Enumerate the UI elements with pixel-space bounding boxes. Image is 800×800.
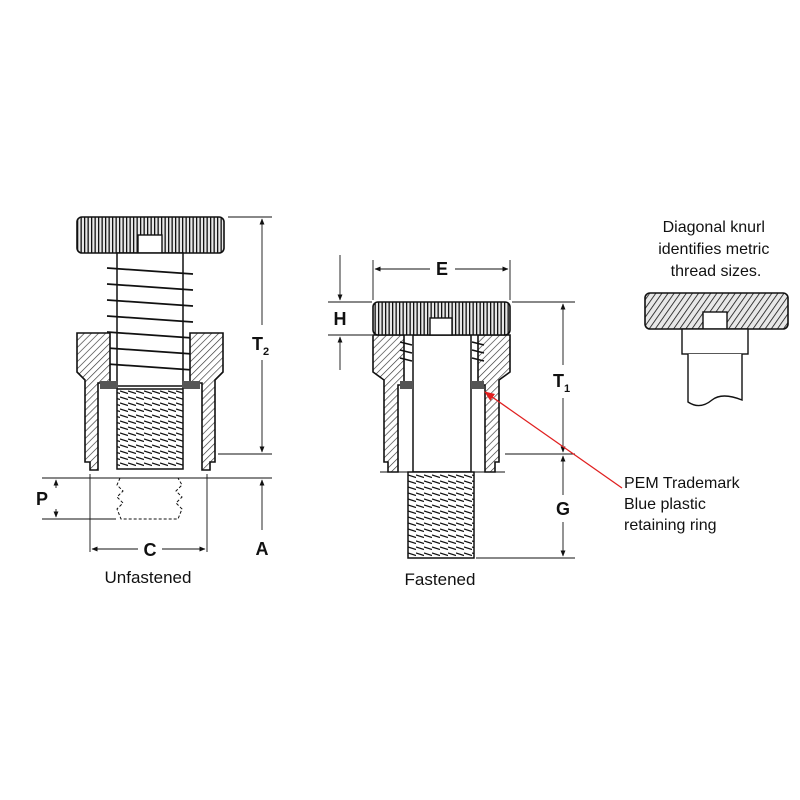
threaded-end — [116, 388, 184, 470]
t2-main: T — [252, 334, 263, 354]
knurl-note-line-3: thread sizes. — [671, 263, 762, 280]
fastened-body-right — [477, 334, 511, 473]
ring-pointer-arrow — [484, 391, 623, 489]
knurl-note: Diagonal knurl identifies metric thread … — [658, 219, 774, 280]
dimension-h-label: H — [334, 309, 347, 329]
dimension-t1-label: T1 — [553, 371, 570, 395]
ring-note-line-1: PEM Trademark — [624, 475, 741, 492]
ring-note: PEM Trademark Blue plastic retaining rin… — [624, 475, 744, 534]
dimension-p-label: P — [36, 489, 48, 509]
retaining-ring-left — [100, 381, 118, 389]
fastened-body-left — [372, 334, 405, 473]
ring-note-line-3: retaining ring — [624, 517, 717, 534]
fastened-assembly: E H T1 G Fastened — [328, 255, 623, 589]
phantom-thread — [116, 477, 183, 520]
diagonal-knurl-detail: Diagonal knurl identifies metric thread … — [644, 219, 789, 407]
diagonal-head-slot — [702, 311, 728, 330]
dimension-e-label: E — [436, 259, 448, 279]
retaining-ring-right — [182, 381, 200, 389]
t2-subscript: 2 — [263, 346, 269, 358]
fastened-head-slot — [429, 317, 453, 336]
fastened-caption: Fastened — [405, 570, 476, 589]
knurl-note-line-1: Diagonal knurl — [663, 219, 765, 236]
dimension-g-label: G — [556, 499, 570, 519]
dimension-c-label: C — [144, 540, 157, 560]
body-left-section — [76, 332, 111, 471]
ring-note-line-2: Blue plastic — [624, 496, 706, 513]
compressed-spring — [399, 341, 485, 362]
unfastened-caption: Unfastened — [105, 568, 192, 587]
knurl-note-line-2: identifies metric — [658, 241, 769, 258]
body-right-section — [189, 332, 224, 471]
t1-main: T — [553, 371, 564, 391]
detail-collar — [681, 328, 749, 355]
fastened-shank — [412, 334, 472, 473]
fastened-ring-left — [400, 381, 413, 389]
spring — [106, 267, 194, 371]
unfastened-assembly: C P T2 A Unfastened — [36, 216, 272, 587]
head-slot — [137, 234, 163, 254]
t1-subscript: 1 — [564, 383, 570, 395]
fastened-ring-right — [471, 381, 484, 389]
dimension-t2-label: T2 — [252, 334, 269, 358]
dimension-a-label: A — [256, 539, 269, 559]
fastened-threaded-end — [407, 471, 475, 559]
detail-shank — [687, 354, 743, 407]
